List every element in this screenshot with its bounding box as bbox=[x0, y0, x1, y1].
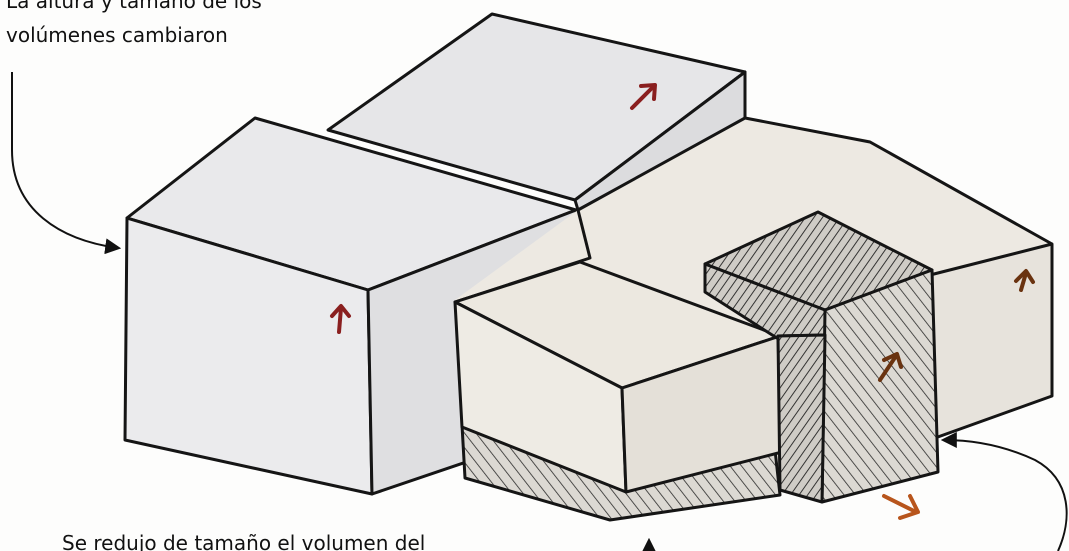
annotation-top-line-2: volúmenes cambiaron bbox=[6, 19, 228, 51]
annotation-top-line-1: La altura y tamaño de los bbox=[6, 0, 262, 17]
right-arrow-icon bbox=[884, 496, 918, 518]
annotation-bottom-line: Se redujo de tamaño el volumen del bbox=[62, 527, 425, 551]
